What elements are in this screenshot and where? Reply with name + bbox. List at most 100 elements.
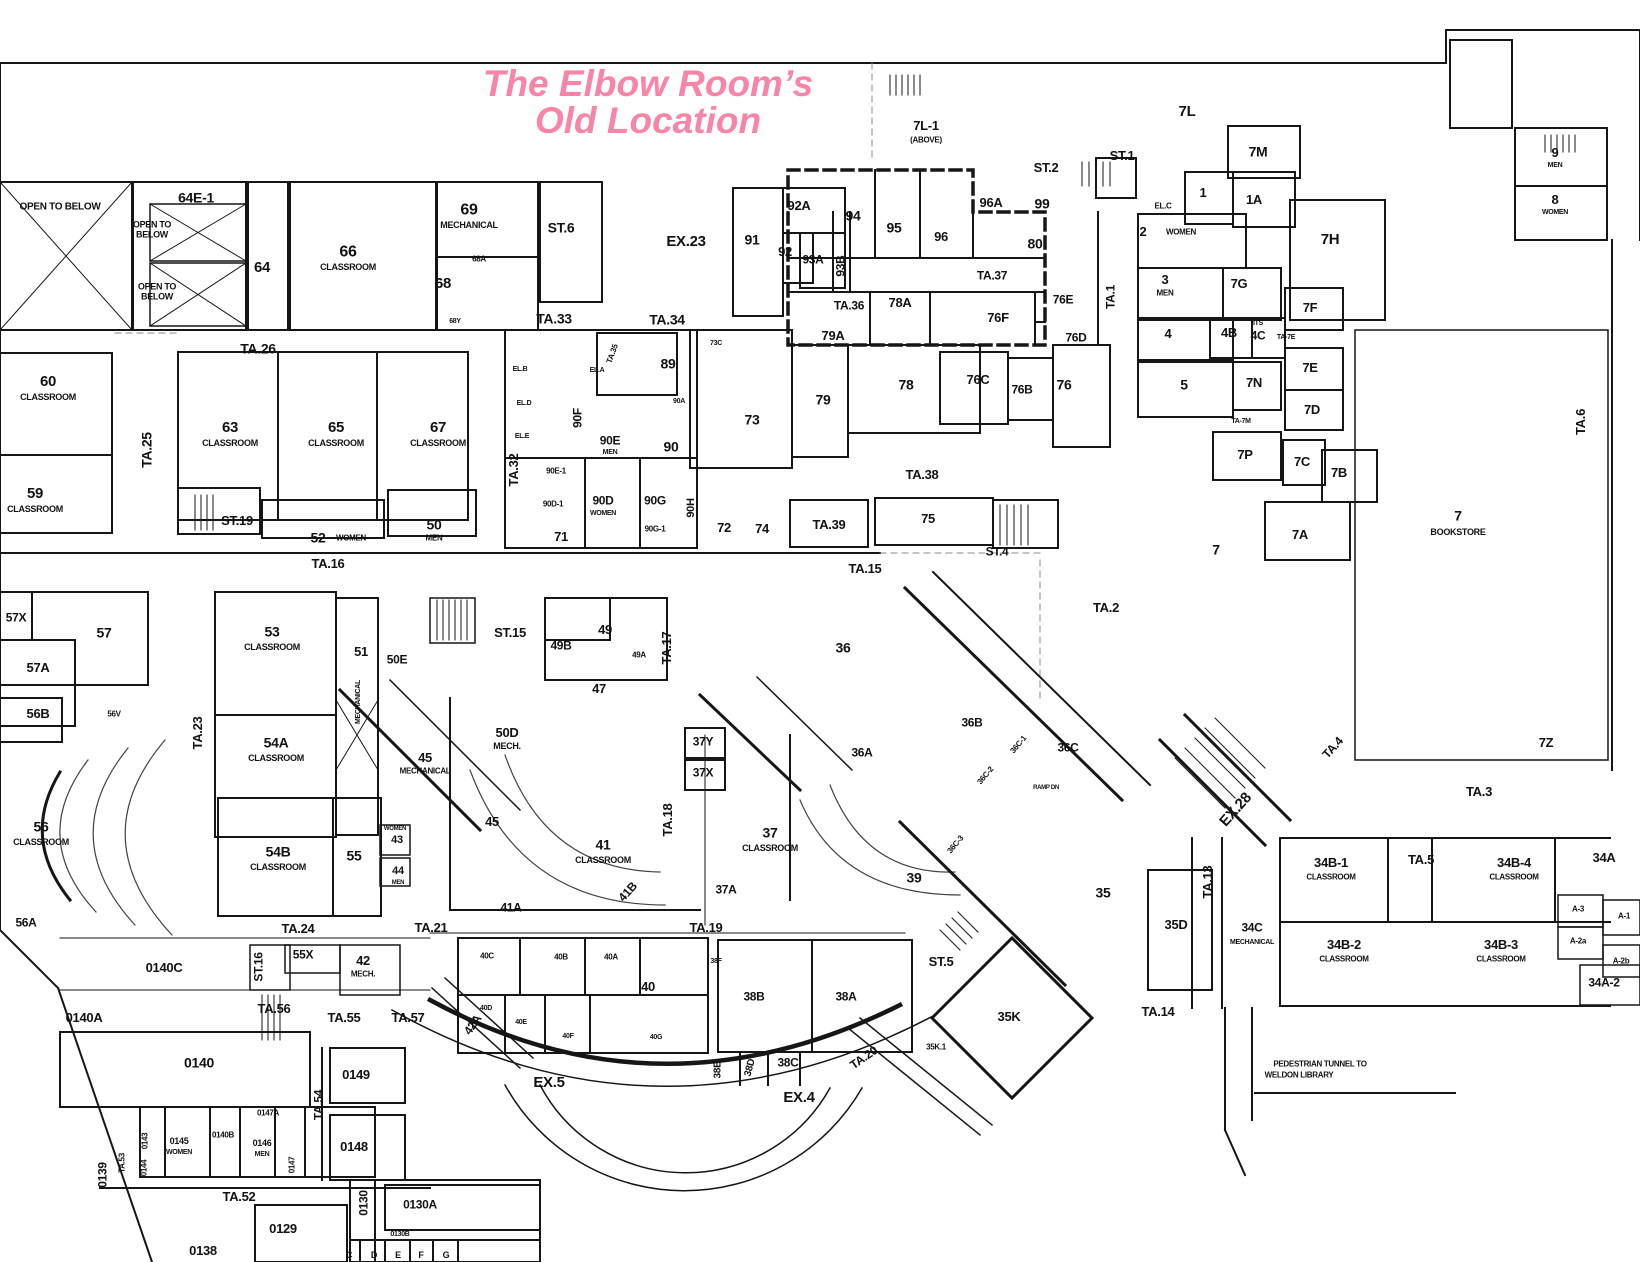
room-label: 78A xyxy=(888,294,912,310)
room-label: ST.2 xyxy=(1033,159,1059,175)
room-label: 90E-1 xyxy=(546,466,566,476)
room-label: ST.6 xyxy=(547,219,575,236)
room-label: 38B xyxy=(743,989,765,1004)
room-label: 37Y xyxy=(692,734,714,749)
room-label: 35K xyxy=(997,1008,1021,1024)
room-label: 94 xyxy=(845,207,861,224)
highlight-room-walls xyxy=(787,169,1046,346)
room-label: 90D xyxy=(592,493,614,508)
room-label: 0130B xyxy=(390,1231,410,1239)
room-label: 76E xyxy=(1052,292,1074,307)
room-label: 56A xyxy=(15,915,37,930)
room-label: TA.6 xyxy=(1572,408,1588,436)
room-label: 40F xyxy=(562,1033,574,1041)
room-label: TA.16 xyxy=(311,555,345,571)
room-label: 38D xyxy=(742,1057,758,1078)
room-label: (ABOVE) xyxy=(910,135,942,145)
room-label: 0146 xyxy=(252,1138,272,1149)
room-label: TA.57 xyxy=(391,1009,425,1025)
room-label: MEN xyxy=(254,1151,270,1159)
room-label: ITS xyxy=(1253,320,1263,328)
room-label: MECHANICAL xyxy=(1229,939,1275,947)
room-label: TA.25 xyxy=(138,432,155,468)
room-label: 0140B xyxy=(211,1130,235,1140)
room-label: CLASSROOM xyxy=(250,862,306,873)
room-label: OPEN TO BELOW xyxy=(132,219,172,239)
room-label: TA.39 xyxy=(812,516,846,532)
room-label: 35K.1 xyxy=(926,1042,946,1052)
room-label: CLASSROOM xyxy=(7,504,63,515)
building-outline xyxy=(0,29,1640,64)
room-label: EX.4 xyxy=(783,1088,815,1106)
room-label: 40 xyxy=(641,978,655,994)
room-label: 7L xyxy=(1178,102,1196,120)
room-label: 90G-1 xyxy=(644,524,666,534)
room-label: PEDESTRIAN TUNNEL TO xyxy=(1273,1059,1367,1069)
room-label: 34B-2 xyxy=(1327,936,1361,952)
room-label: A-3 xyxy=(1572,904,1584,914)
room-label: MECHANICAL xyxy=(355,679,363,725)
room-label: 50E xyxy=(386,652,408,667)
room-label: EL.C xyxy=(1154,201,1172,211)
room-label: 64 xyxy=(253,258,271,276)
room-label: 7D xyxy=(1303,401,1321,417)
room-label: EL.A xyxy=(589,367,605,375)
room-label: CLASSROOM xyxy=(1306,872,1356,882)
room-label: 50D xyxy=(495,724,519,740)
room-label: 69 xyxy=(460,201,478,219)
room-label: TA.5 xyxy=(1407,851,1435,867)
room-label: 36C-1 xyxy=(1008,733,1029,756)
room-label: 57X xyxy=(5,610,27,625)
room-label: 65 xyxy=(327,418,345,436)
highlight-region xyxy=(786,168,1047,347)
room-label: 54B xyxy=(265,843,291,860)
room-label: 74 xyxy=(755,520,769,536)
room-label: 76F xyxy=(987,309,1009,325)
room-label: 38E xyxy=(712,1061,724,1079)
room-label: 68A xyxy=(472,254,486,264)
room-label: 37 xyxy=(762,824,778,841)
room-label: 0139 xyxy=(95,1162,110,1188)
room-label: 7E xyxy=(1302,359,1318,375)
room-label: 79 xyxy=(815,391,831,408)
room-label: C xyxy=(345,1250,353,1261)
room-label: 59 xyxy=(26,484,44,502)
room-label: 4 xyxy=(1164,325,1172,341)
room-label: 92A xyxy=(787,197,811,213)
room-label: OPEN TO BELOW xyxy=(137,281,177,301)
room-label: 47 xyxy=(592,680,606,696)
room-label: MEN xyxy=(602,449,618,457)
room-label: 7F xyxy=(1302,299,1318,315)
room-label: 49B xyxy=(550,638,572,653)
room-label: 37A xyxy=(715,882,737,897)
room-label: 45 xyxy=(485,813,499,829)
room-label: 96A xyxy=(979,194,1003,210)
room-label: 60 xyxy=(39,372,57,390)
room-label: 90 xyxy=(663,438,679,455)
room-label: CLASSROOM xyxy=(1489,872,1539,882)
room-label: CLASSROOM xyxy=(410,438,466,449)
room-label: 7B xyxy=(1330,464,1348,480)
room-label: 42 xyxy=(356,952,370,968)
room-label: 75 xyxy=(921,510,935,526)
room-label: TA.13 xyxy=(1199,865,1215,899)
room-label: TA.52 xyxy=(222,1188,256,1204)
room-label: 89 xyxy=(660,355,676,372)
room-label: 93B xyxy=(833,255,848,277)
room-label: TA.2 xyxy=(1092,599,1120,615)
room-label: 99 xyxy=(1034,195,1050,212)
room-label: 80 xyxy=(1027,235,1043,252)
room-label: 91 xyxy=(744,231,760,248)
room-label: 0147 xyxy=(287,1156,297,1174)
room-label: TA.15 xyxy=(848,560,882,576)
room-label: 76C xyxy=(966,371,990,387)
room-label: 37X xyxy=(692,765,714,780)
room-label: ST.5 xyxy=(928,953,954,969)
room-label: TA.34 xyxy=(649,311,685,328)
annotation-title-line2: Old Location xyxy=(534,100,762,141)
room-label: TA-7M xyxy=(1231,418,1251,426)
room-label: 0145 xyxy=(169,1136,189,1147)
room-label: 66 xyxy=(339,243,357,261)
